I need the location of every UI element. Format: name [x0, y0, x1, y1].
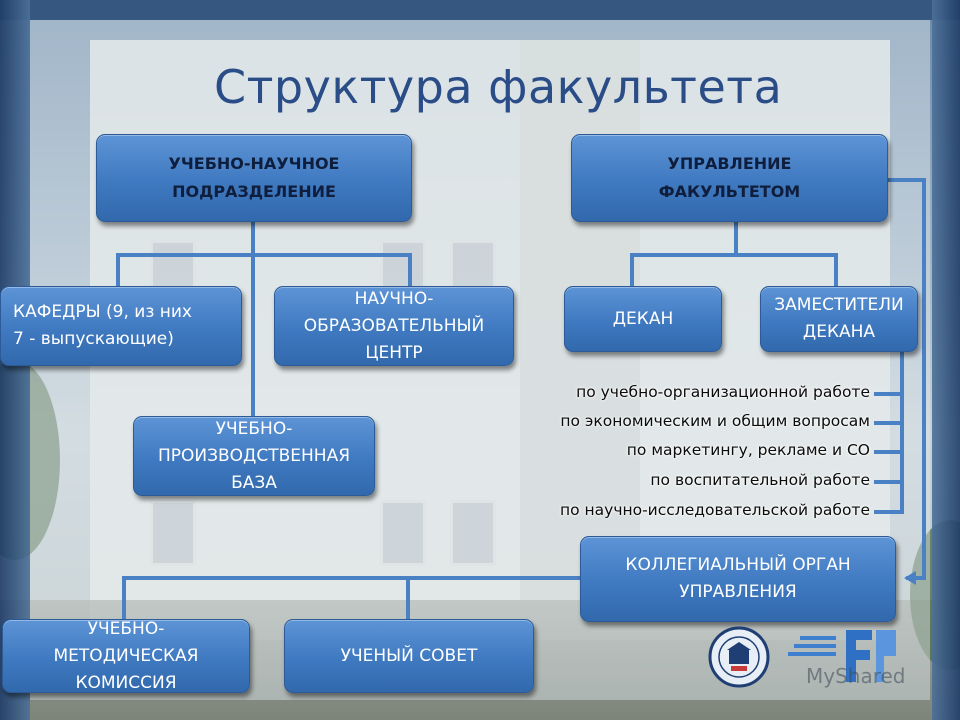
deputy-deans-label: ЗАМЕСТИТЕЛИ ДЕКАНА: [774, 295, 904, 342]
deputy-area-item: по экономическим и общим вопросам: [560, 412, 870, 430]
collegial-body-label: КОЛЛЕГИАЛЬНЫЙ ОРГАН УПРАВЛЕНИЯ: [625, 555, 851, 602]
watermark: MyShared: [806, 664, 906, 688]
background-window: [150, 500, 196, 566]
academic-research-division-box: УЧЕБНО-НАУЧНОЕ ПОДРАЗДЕЛЕНИЕ: [96, 134, 412, 222]
background-window: [450, 500, 496, 566]
background-frame-top: [0, 0, 960, 20]
deputy-area-item: по научно-исследовательской работе: [559, 501, 870, 519]
methodical-commission-box: УЧЕБНО- МЕТОДИЧЕСКАЯ КОМИССИЯ: [2, 619, 250, 693]
departments-box: КАФЕДРЫ (9, из них 7 - выпускающие): [0, 286, 242, 366]
faculty-management-label: УПРАВЛЕНИЕ ФАКУЛЬТЕТОМ: [658, 154, 801, 201]
background-window: [380, 500, 426, 566]
arrow-head-icon: [904, 571, 916, 585]
academic-council-box: УЧЕНЫЙ СОВЕТ: [284, 619, 534, 693]
collegial-body-box: КОЛЛЕГИАЛЬНЫЙ ОРГАН УПРАВЛЕНИЯ: [580, 536, 896, 622]
faculty-logo-icon: [788, 630, 896, 682]
production-base-label: УЧЕБНО- ПРОИЗВОДСТВЕННАЯ БАЗА: [157, 418, 351, 493]
deputy-area-item: по воспитательной работе: [650, 471, 870, 489]
dean-box: ДЕКАН: [564, 286, 722, 352]
research-education-center-box: НАУЧНО- ОБРАЗОВАТЕЛЬНЫЙ ЦЕНТР: [274, 286, 514, 366]
deputy-area-item: по маркетингу, рекламе и СО: [626, 441, 870, 459]
academic-council-label: УЧЕНЫЙ СОВЕТ: [340, 645, 478, 666]
research-education-center-label: НАУЧНО- ОБРАЗОВАТЕЛЬНЫЙ ЦЕНТР: [303, 288, 485, 363]
faculty-management-box: УПРАВЛЕНИЕ ФАКУЛЬТЕТОМ: [571, 134, 888, 222]
deputy-area-item: по учебно-организационной работе: [576, 383, 870, 401]
departments-label: КАФЕДРЫ (9, из них 7 - выпускающие): [13, 302, 192, 349]
university-seal-icon: [708, 626, 770, 688]
slide-title: Структура факультета: [214, 60, 783, 114]
production-base-box: УЧЕБНО- ПРОИЗВОДСТВЕННАЯ БАЗА: [133, 416, 375, 496]
methodical-commission-label: УЧЕБНО- МЕТОДИЧЕСКАЯ КОМИССИЯ: [53, 618, 199, 693]
dean-label: ДЕКАН: [612, 308, 674, 329]
academic-research-division-label: УЧЕБНО-НАУЧНОЕ ПОДРАЗДЕЛЕНИЕ: [168, 154, 340, 201]
background-frame-right: [932, 0, 960, 720]
deputy-deans-box: ЗАМЕСТИТЕЛИ ДЕКАНА: [760, 286, 918, 352]
